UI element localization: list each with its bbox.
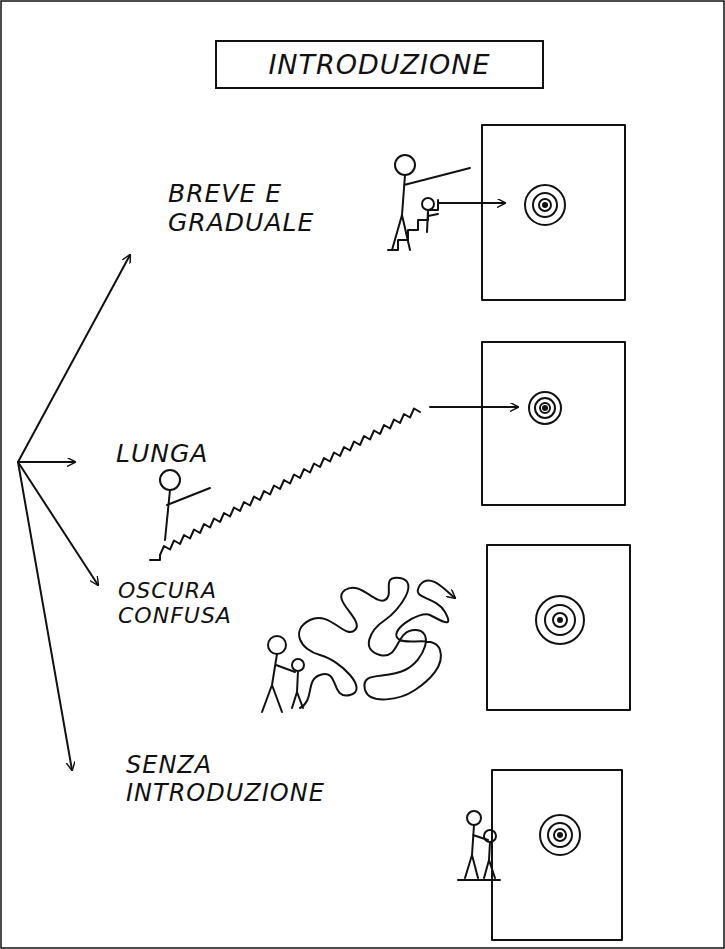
- title-box: INTRODUZIONE: [215, 40, 544, 89]
- brief-scene: [388, 125, 625, 300]
- branch-arrows: [18, 255, 130, 770]
- branch-label: LUNGA: [116, 440, 256, 469]
- branch-label: BREVE E GRADUALE: [168, 180, 343, 238]
- long-scene: [150, 342, 625, 560]
- branch-label: SENZA INTRODUZIONE: [126, 752, 376, 807]
- branch-label: OSCURA CONFUSA: [118, 578, 263, 629]
- diagram-title: INTRODUZIONE: [268, 49, 490, 80]
- obscure-scene: [262, 545, 630, 712]
- no-intro-scene: [458, 770, 622, 940]
